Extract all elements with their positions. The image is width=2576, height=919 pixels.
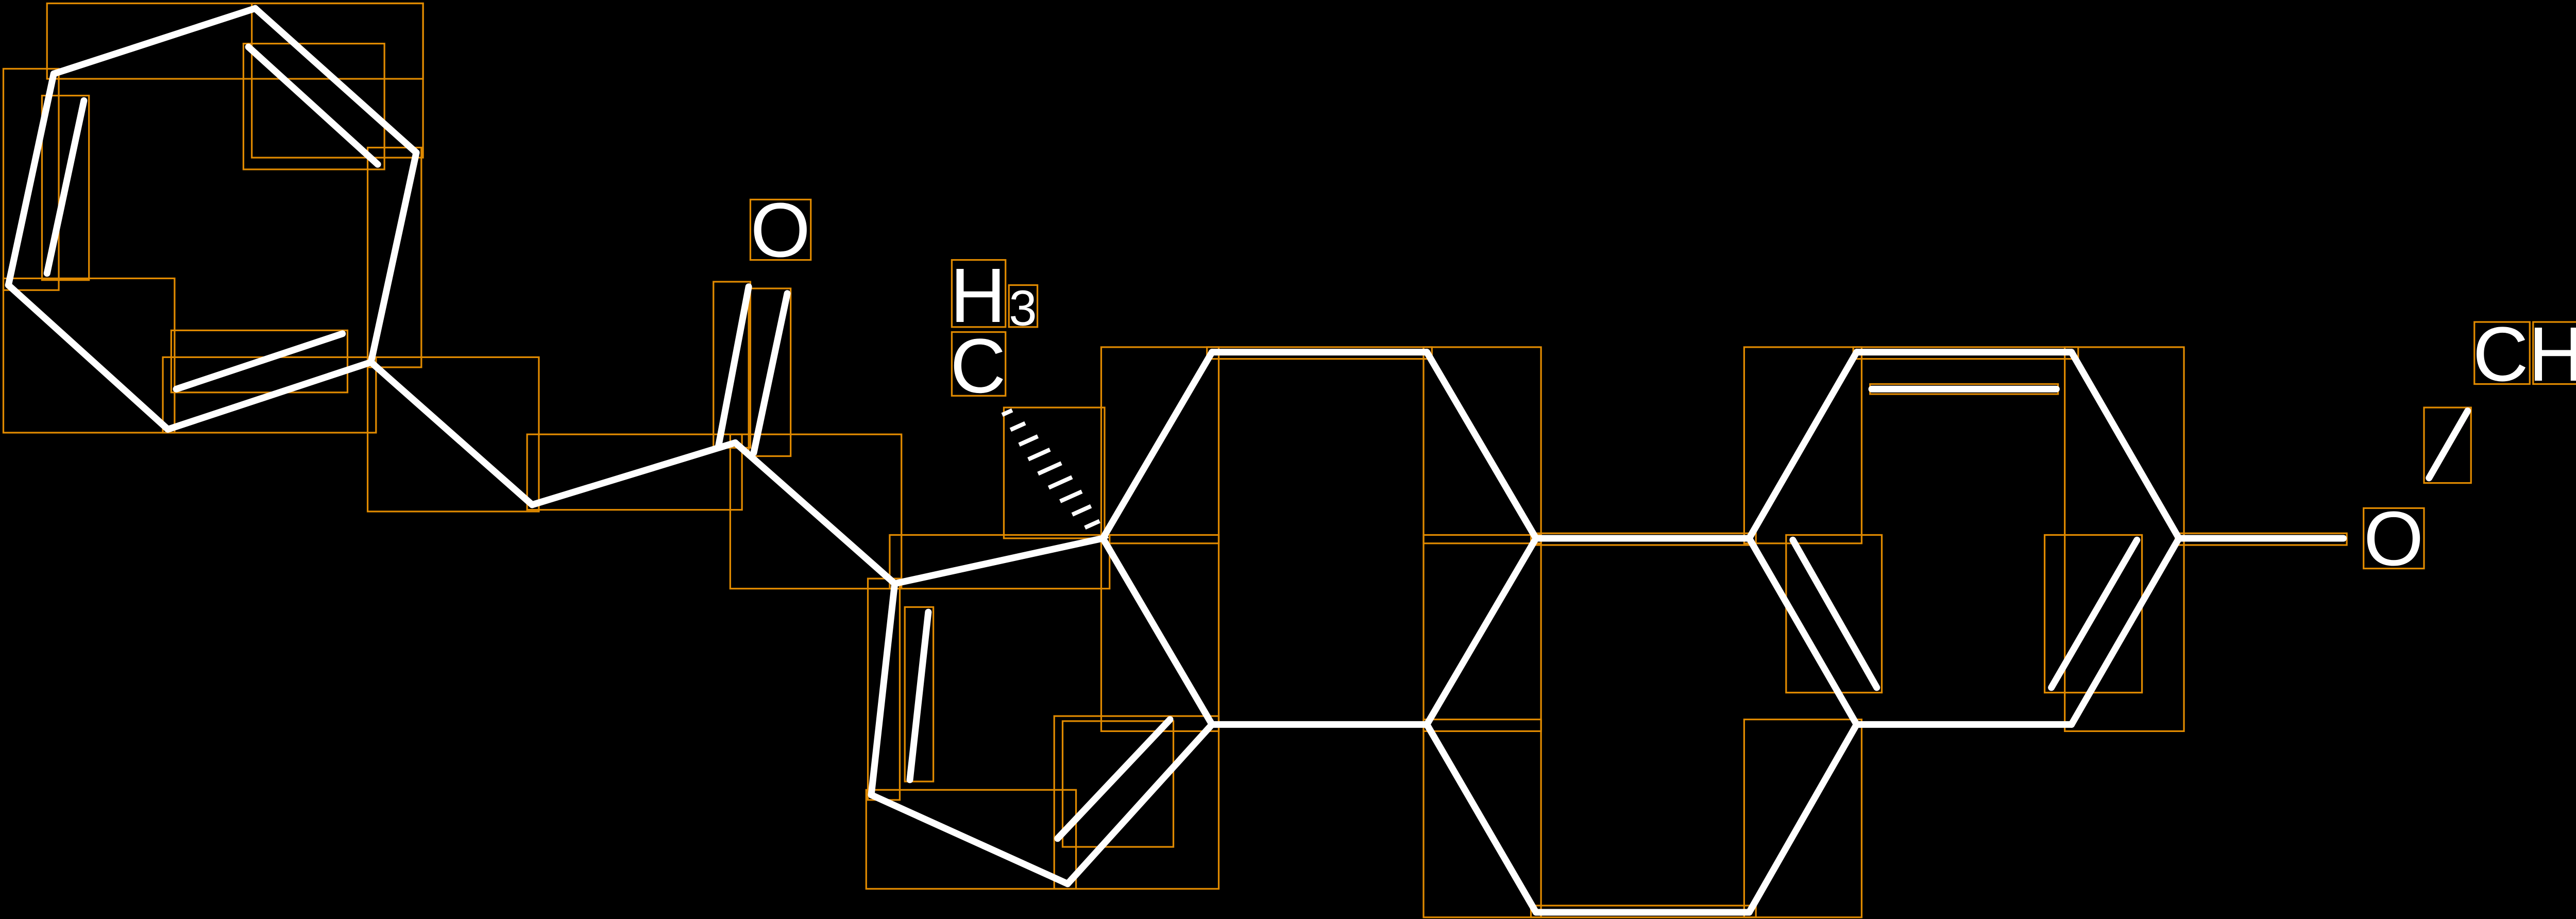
bounding-box	[2532, 321, 2576, 385]
bond-line	[367, 149, 420, 366]
bond-line	[1423, 535, 1539, 728]
bonds	[5, 5, 2471, 916]
bounding-box	[904, 606, 935, 782]
bounding-box	[2473, 321, 2531, 385]
methoxy-carbon-label: CH	[2472, 311, 2576, 397]
bond-line	[891, 535, 1107, 587]
bounding-box	[951, 259, 1007, 328]
bounding-box	[951, 331, 1007, 397]
bounding-box	[2363, 507, 2425, 570]
methyl-h-subscript: 3	[1009, 280, 1037, 336]
bounding-box	[526, 433, 743, 511]
bounding-box	[170, 329, 349, 394]
bounding-box	[366, 146, 422, 368]
bounding-box	[1743, 346, 1863, 544]
hashed-wedge-bond	[1001, 408, 1109, 543]
bounding-box	[1100, 346, 1220, 544]
hash-mark	[1097, 534, 1109, 543]
bond-line	[1054, 716, 1174, 842]
ether-oxygen-label: O	[2364, 495, 2424, 582]
bounding-box	[251, 2, 424, 159]
bond-line	[173, 330, 346, 393]
bounding-box	[749, 198, 812, 261]
bounding-box	[242, 43, 385, 171]
bond-line	[164, 359, 375, 433]
bond-line	[5, 281, 172, 433]
bounding-box	[1422, 534, 1542, 733]
bounding-box	[713, 281, 752, 449]
bounding-box	[2423, 406, 2472, 484]
hash-mark	[1027, 448, 1051, 462]
bond-line	[2068, 535, 2182, 728]
bond-line	[1423, 349, 1539, 542]
hash-mark	[1018, 434, 1039, 447]
bounding-box	[1422, 346, 1542, 544]
bond-line	[1099, 535, 1216, 728]
bounding-box	[1008, 284, 1039, 328]
bounding-box	[2064, 346, 2185, 733]
hash-mark	[1084, 519, 1100, 530]
carbonyl-oxygen-label: O	[750, 186, 810, 273]
bond-line	[2048, 536, 2141, 691]
bond-line	[367, 359, 536, 508]
bond-line	[868, 580, 899, 798]
bond-line	[251, 5, 420, 156]
bond-line	[750, 290, 791, 456]
bounding-box	[865, 789, 1077, 890]
methyl-c-label: C	[950, 322, 1006, 409]
hash-mark	[1001, 408, 1013, 417]
bounding-box	[1530, 905, 1757, 918]
bounding-box	[1061, 720, 1175, 848]
bond-line	[245, 43, 381, 168]
bond-line	[1745, 535, 1860, 728]
bond-line	[906, 608, 932, 784]
bounding-box	[729, 433, 903, 590]
hash-mark	[1047, 475, 1073, 490]
bond-line	[5, 70, 57, 288]
bounding-box	[889, 534, 1111, 590]
bond-line	[529, 439, 739, 508]
hash-mark	[1059, 489, 1083, 503]
bond-line	[43, 97, 88, 277]
bond-line	[2426, 407, 2471, 482]
hash-mark	[1071, 504, 1092, 517]
bond-line	[2068, 349, 2182, 542]
bounding-box	[1422, 718, 1542, 918]
bounding-box	[1530, 532, 1757, 546]
bounding-box	[41, 94, 90, 281]
bond-line	[50, 5, 259, 77]
bond-line	[1745, 349, 1860, 542]
bond-line	[1745, 721, 1860, 916]
bounding-box	[1206, 346, 1433, 360]
atom-labels: O H 3 C O CH 3	[750, 186, 2576, 582]
bounding-box	[1053, 715, 1220, 890]
bounding-box	[2, 277, 176, 434]
bounding-box	[748, 287, 792, 457]
bond-line	[1064, 721, 1216, 888]
hash-mark	[1009, 421, 1026, 432]
bond-line	[1099, 349, 1216, 542]
bounding-box	[1003, 406, 1106, 539]
bond-line	[715, 283, 752, 450]
bond-line	[732, 439, 899, 587]
methyl-h-label: H	[950, 252, 1006, 338]
bounding-box	[1785, 534, 1883, 694]
bounding-box	[2, 67, 60, 291]
bond-line	[1789, 536, 1880, 691]
bond-line	[868, 791, 1071, 888]
bounding-box	[1743, 718, 1863, 918]
hash-mark	[1037, 461, 1062, 476]
bond-line	[1423, 721, 1539, 916]
